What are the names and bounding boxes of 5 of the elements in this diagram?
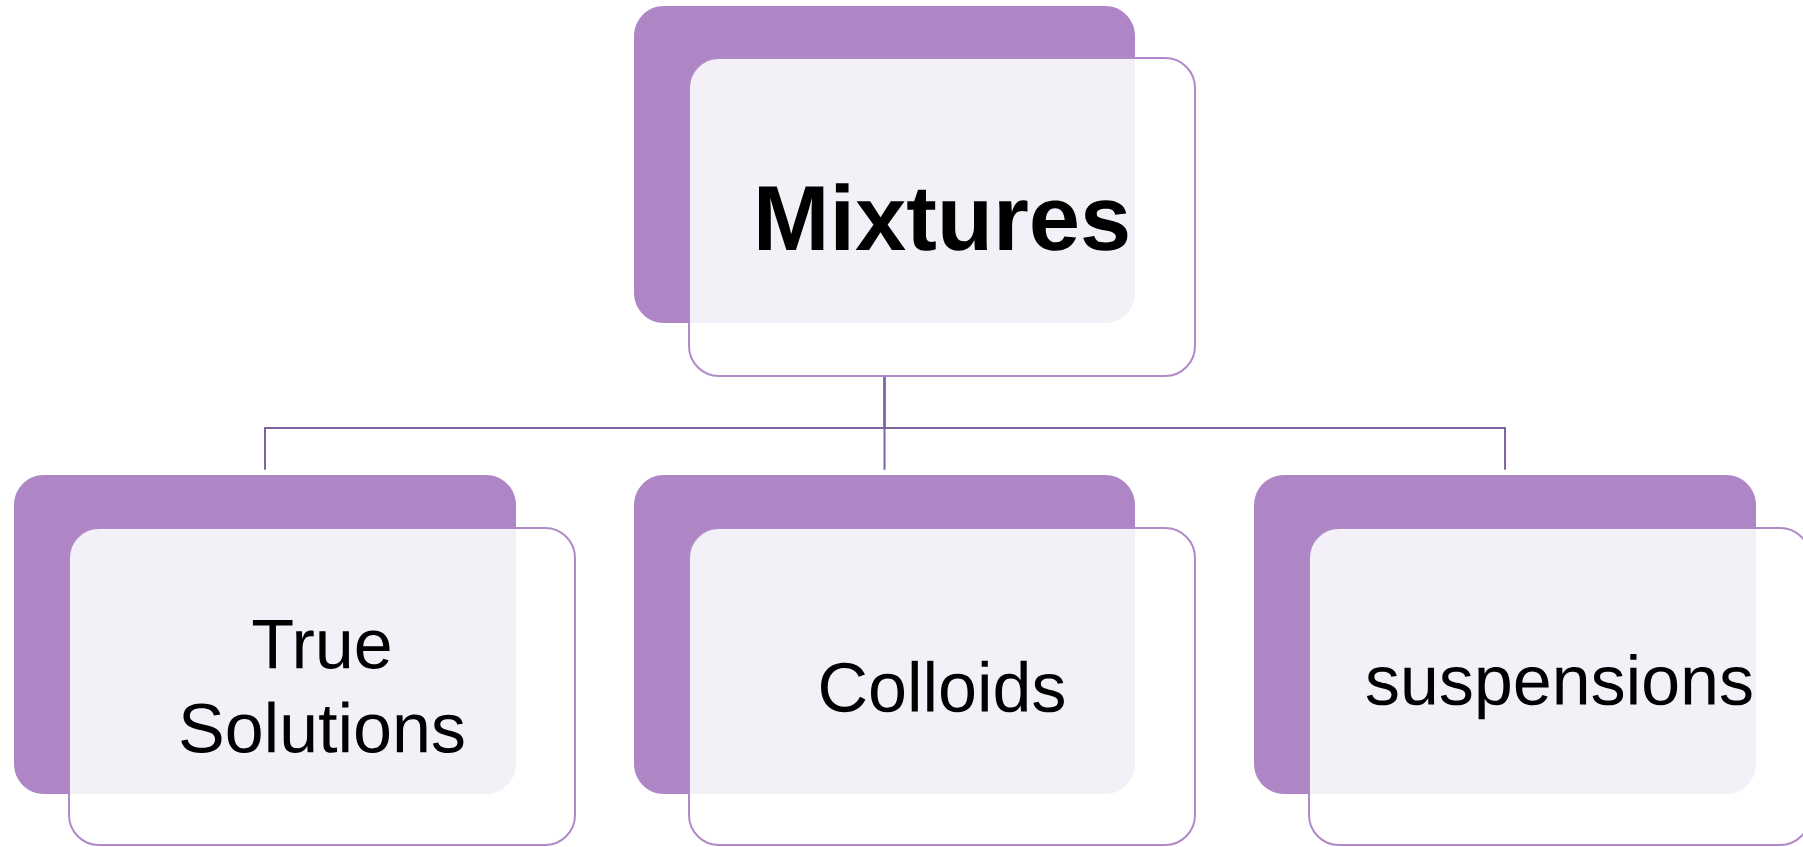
connector (883, 376, 1506, 471)
text-box: suspensions (1308, 527, 1803, 846)
text-box: True Solutions (68, 527, 576, 846)
text-box: Colloids (688, 527, 1196, 846)
text-box: Mixtures (688, 57, 1196, 377)
